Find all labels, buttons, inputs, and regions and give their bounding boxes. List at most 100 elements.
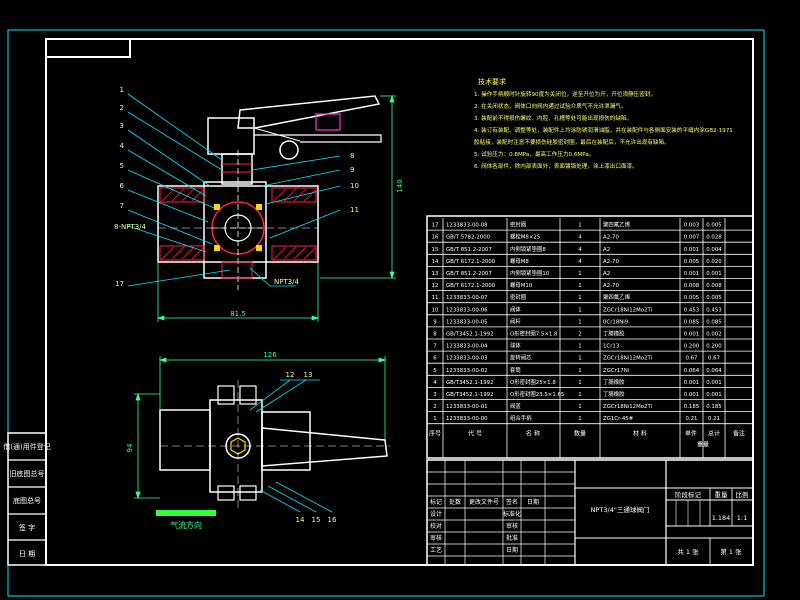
bom-cell-unit: 0.21: [685, 416, 697, 422]
bom-cell-name: 阀体: [510, 305, 521, 313]
dim-height: 140: [396, 179, 404, 192]
left-col-label-2: 底图总号: [13, 496, 41, 505]
top-view: 126 94 12 13 14 15 16 气流方向: [126, 351, 390, 530]
bom-cell-no: 8: [433, 332, 437, 338]
callout-17: 17: [115, 280, 124, 288]
dim-top-width: 94: [126, 443, 134, 452]
bom-cell-code: 1233833-00-01: [446, 404, 488, 410]
rev-header: 标记: [430, 498, 442, 506]
technical-requirements: 技术要求 1. 操作手柄顺时针旋转90度为关闭位，逆至开位为开，开位须静压密封。…: [474, 77, 733, 170]
bom-cell-no: 9: [433, 319, 437, 325]
bom-cell-material: 聚四氟乙烯: [603, 293, 631, 301]
bom-cell-total: 0.200: [706, 344, 722, 350]
bom-cell-material: ZGCr18Ni12Mo2Ti: [603, 356, 652, 362]
front-section-view: 1 2 3 4 5 6 7 8-NPT3/4 17 8 9 10 11 NPT3…: [114, 86, 404, 322]
bom-cell-total: 0.020: [706, 259, 722, 265]
signoff-left: 工艺: [430, 546, 442, 554]
bom-header-cell: 数量: [574, 430, 586, 438]
bom-cell-material: 0Cr18Ni9: [603, 319, 629, 325]
bom-cell-no: 4: [433, 380, 437, 386]
bom-cell-no: 11: [432, 295, 439, 301]
flow-direction-label: 气流方向: [170, 520, 202, 530]
code-box: [45, 38, 131, 58]
bom-cell-unit: 0.005: [684, 259, 699, 265]
bom-cell-total: 0.001: [706, 392, 721, 398]
bom-header-cell: 代 号: [468, 430, 482, 438]
bom-cell-qty: 1: [578, 380, 581, 386]
tech-line-5: 5. 试验压力：0.8MPa，最高工作压力0.6MPa。: [474, 150, 594, 158]
bom-cell-unit: 0.007: [684, 235, 699, 241]
callout-5: 5: [120, 162, 124, 170]
bom-cell-total: 0.085: [706, 319, 721, 325]
bom-cell-no: 12: [432, 283, 439, 289]
bom-cell-no: 17: [432, 223, 439, 229]
bom-cell-material: A2-70: [603, 283, 619, 289]
callout-8-npt: 8-NPT3/4: [114, 223, 147, 231]
callout-top-13: 13: [304, 371, 313, 379]
drawing-name: NPT3/4"三通球阀门: [591, 505, 650, 514]
callout-3: 3: [120, 122, 124, 130]
bom-cell-qty: 4: [578, 247, 582, 253]
bom-cell-code: GB/T3452.1-1992: [446, 392, 494, 398]
tech-line-4: 胶粘接，装配时注意不要损伤硅胶密封圈，最后在装配后，不允许出现有缺陷。: [474, 138, 670, 146]
signoff-left: 设计: [430, 510, 442, 518]
bom-cell-no: 16: [432, 235, 439, 241]
callout-6: 6: [120, 182, 125, 190]
callout-r-11: 11: [350, 206, 359, 214]
flow-arrow: [156, 510, 216, 516]
signoff-right: 批准: [506, 534, 518, 542]
bom-cell-no: 5: [433, 368, 436, 374]
bom-cell-no: 13: [432, 271, 439, 277]
callout-4: 4: [120, 142, 125, 150]
bom-cell-total: 0.001: [706, 271, 721, 277]
bom-header-cell: 备注: [733, 430, 745, 438]
bom-cell-name: 阀杆: [510, 317, 521, 325]
tech-line-0: 1. 操作手柄顺时针旋转90度为关闭位，逆至开位为开，开位须静压密封。: [474, 90, 656, 98]
signoff-right: 标准化: [503, 510, 521, 518]
bom-cell-qty: 4: [578, 235, 582, 241]
tech-title: 技术要求: [478, 77, 506, 86]
left-col-label-1: 旧底图总号: [10, 469, 45, 478]
callout-7: 7: [120, 202, 124, 210]
bom-cell-material: A2: [603, 247, 610, 253]
top-handle: [261, 427, 388, 467]
bom-cell-qty: 1: [578, 295, 581, 301]
bom-cell-no: 6: [433, 356, 437, 362]
bom-cell-qty: 2: [578, 332, 581, 338]
bom-cell-no: 15: [432, 247, 439, 253]
bom-cell-total: 0.21: [708, 416, 720, 422]
callout-1: 1: [120, 86, 124, 94]
bom-cell-code: GB/T 6172.1-2000: [446, 283, 496, 289]
weight-value: 1.184: [712, 514, 731, 522]
bom-cell-name: 螺栓M8×25: [510, 233, 540, 241]
callout-r-10: 10: [350, 182, 359, 190]
bom-cell-name: O形密封圈7.5×1.8: [510, 330, 558, 338]
left-col-label-3: 签 字: [19, 523, 35, 532]
inner-frame: [45, 38, 754, 566]
bom-cell-unit: 0.001: [684, 271, 699, 277]
bom-cell-code: GB/T 5782-2000: [446, 235, 491, 241]
bom-header-cell: 名 称: [526, 430, 540, 438]
rev-header: 签名: [506, 498, 518, 506]
bom-cell-code: GB/T 851.2-2007: [446, 271, 492, 277]
bom-cell-material: A2-70: [603, 259, 619, 265]
bom-cell-unit: 0.001: [684, 247, 699, 253]
bom-cell-code: 1233833-00-08: [446, 223, 488, 229]
bom-cell-no: 10: [432, 307, 439, 313]
bom-cell-unit: 0.453: [684, 307, 699, 313]
bom-cell-qty: 1: [578, 392, 581, 398]
bom-cell-no: 14: [432, 259, 439, 265]
rev-header: 日期: [527, 498, 539, 506]
bom-cell-total: 0.453: [706, 307, 721, 313]
sheet-no: 第 1 张: [720, 547, 742, 556]
bom-cell-material: ZGCr18Ni12Mo2Ti: [603, 404, 652, 410]
bom-cell-total: 0.008: [706, 283, 722, 289]
bom-cell-code: 1233833-00-07: [446, 295, 488, 301]
tech-line-3: 4. 装订有装配、调整等处，装配件上均涂防锈润滑油脂，并在装配件与各侧面安装的平…: [474, 126, 733, 134]
bom-cell-name: 球体: [510, 342, 521, 350]
bom-cell-total: 0.064: [706, 368, 722, 374]
bom-cell-no: 3: [433, 392, 436, 398]
bom-cell-qty: 1: [578, 271, 581, 277]
bom-cell-name: 螺母M8: [510, 257, 529, 265]
